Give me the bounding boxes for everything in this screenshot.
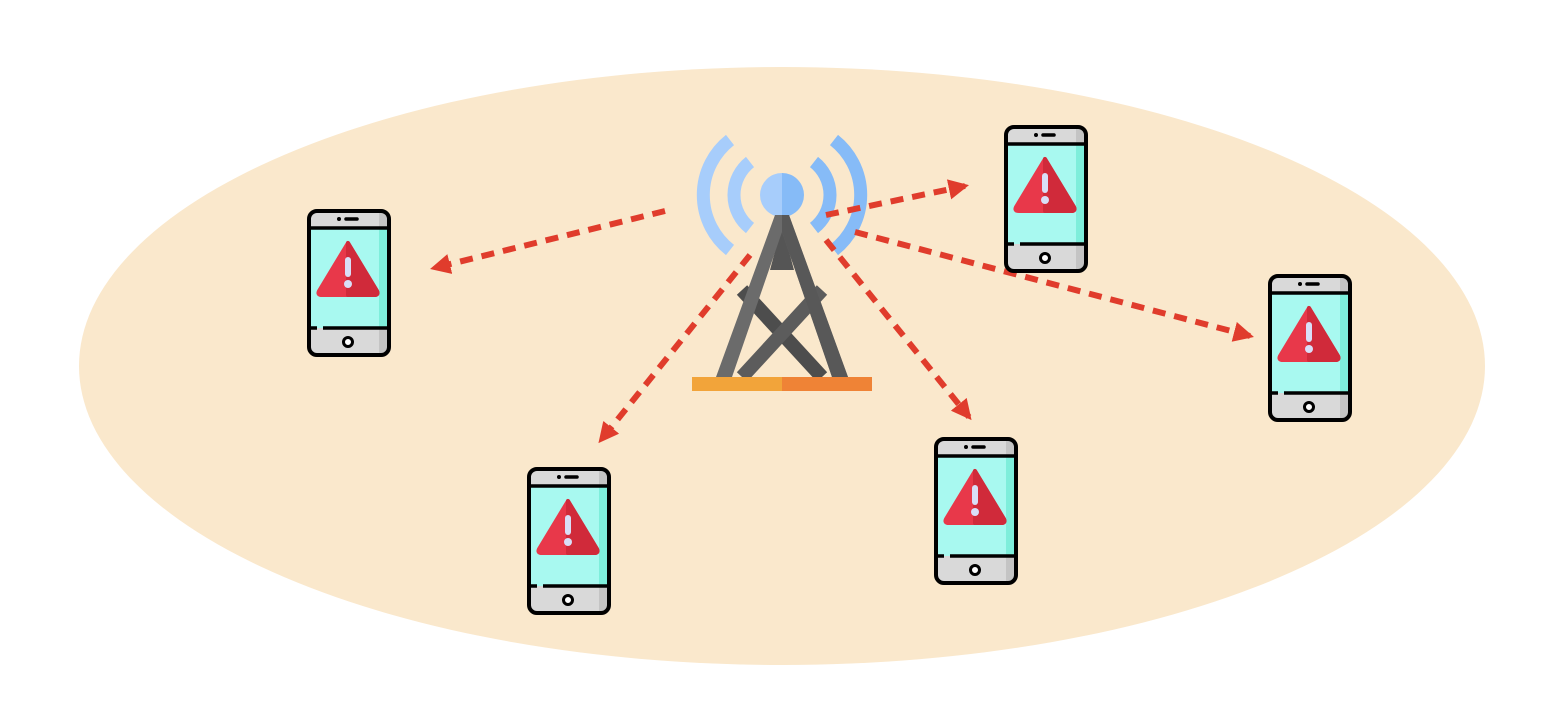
signal-arrow-1	[430, 208, 666, 274]
signal-arrow-2	[598, 253, 753, 444]
smartphone-warning-icon	[934, 437, 1018, 585]
cell-tower-icon	[692, 134, 872, 391]
smartphone-warning-icon	[527, 467, 611, 615]
smartphone-warning-icon	[307, 209, 391, 357]
smartphone-warning-icon	[1268, 274, 1352, 422]
signal-arrow-5	[823, 238, 972, 421]
smartphone-warning-icon	[1004, 125, 1088, 273]
coverage-area	[79, 67, 1485, 665]
signal-arrow-4	[854, 229, 1254, 342]
signal-wave-right-inner	[809, 156, 837, 234]
signal-arrow-3	[825, 179, 969, 218]
signal-wave-right-outer	[829, 134, 868, 256]
signal-wave-left-outer	[696, 134, 735, 256]
signal-wave-left-inner	[727, 156, 755, 234]
